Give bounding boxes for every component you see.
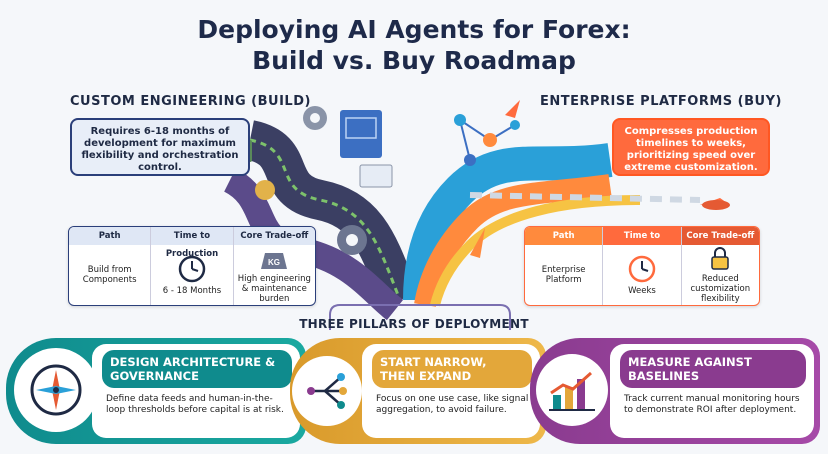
build-heading: CUSTOM ENGINEERING (BUILD) [70, 94, 311, 109]
pillar-title: DESIGN ARCHITECTURE & GOVERNANCE [102, 350, 292, 388]
lock-icon [711, 247, 730, 270]
buy-path-value: Enterprise Platform [541, 265, 586, 285]
buy-col-header: Path [525, 227, 603, 245]
buy-col-header: Core Trade-off [681, 227, 759, 245]
gear-icon [255, 106, 367, 255]
pillar-desc: Track current manual monitoring hours to… [624, 394, 800, 415]
build-col-time: Time to Production 6 - 18 Months [151, 227, 234, 305]
build-callout: Requires 6-18 months of development for … [70, 118, 250, 176]
pillar-icon-circle [536, 354, 608, 426]
title-line-1: Deploying AI Agents for Forex: [197, 15, 631, 44]
compass-icon [30, 364, 82, 416]
pillar-card: DESIGN ARCHITECTURE & GOVERNANCE Define … [92, 344, 300, 438]
rocket-icon [470, 100, 730, 258]
clock-icon [628, 255, 656, 282]
branch-icon [307, 373, 347, 409]
build-table: Path Build from Components Time to Produ… [68, 226, 316, 306]
build-path-value: Build from Components [82, 265, 137, 285]
build-tradeoff-value: High engineering & maintenance burden [237, 274, 311, 304]
pillar-icon-circle [292, 356, 362, 426]
clock-icon [178, 255, 206, 282]
buy-col-header: Time to Production [603, 227, 681, 259]
buy-heading: ENTERPRISE PLATFORMS (BUY) [540, 94, 782, 109]
pillar-title: START NARROW, THEN EXPAND [372, 350, 532, 388]
buy-col-tradeoff: Core Trade-off Reduced customization fle… [681, 227, 759, 305]
pillar-icon-circle [14, 348, 98, 432]
buy-callout: Compresses production timelines to weeks… [612, 118, 770, 176]
build-time-value: 6 - 18 Months [162, 285, 222, 296]
pillar-measure-baselines: MEASURE AGAINST BASELINES Track current … [530, 338, 820, 444]
pillars-heading: THREE PILLARS OF DEPLOYMENT [299, 317, 529, 331]
pillar-start-narrow: START NARROW, THEN EXPAND Focus on one u… [290, 338, 546, 444]
build-col-header: Core Trade-off [233, 227, 315, 245]
buy-col-time: Time to Production Weeks [603, 227, 682, 305]
pillar-card: START NARROW, THEN EXPAND Focus on one u… [362, 344, 540, 438]
build-col-header: Time to Production [151, 227, 233, 259]
blueprint-icon [340, 110, 393, 188]
pillar-title: MEASURE AGAINST BASELINES [620, 350, 806, 388]
weight-label: KG [268, 258, 280, 267]
bar-chart-icon [549, 371, 595, 411]
buy-tradeoff-value: Reduced customization flexibility [690, 274, 751, 304]
pillar-desc: Focus on one use case, like signal aggre… [376, 394, 529, 415]
pillar-desc: Define data feeds and human-in-the-loop … [106, 394, 284, 415]
buy-time-value: Weeks [628, 285, 656, 296]
title-line-2: Build vs. Buy Roadmap [252, 46, 576, 75]
build-col-tradeoff: Core Trade-off KG High engineering & mai… [233, 227, 315, 305]
pillar-design-architecture: DESIGN ARCHITECTURE & GOVERNANCE Define … [6, 338, 306, 444]
buy-table: Path Enterprise Platform Time to Product… [524, 226, 760, 306]
buy-col-path: Path Enterprise Platform [525, 227, 604, 305]
network-icon [454, 114, 520, 166]
pillar-card: MEASURE AGAINST BASELINES Track current … [610, 344, 814, 438]
build-col-path: Path Build from Components [69, 227, 152, 305]
build-col-header: Path [69, 227, 151, 245]
weight-icon: KG [261, 253, 288, 269]
